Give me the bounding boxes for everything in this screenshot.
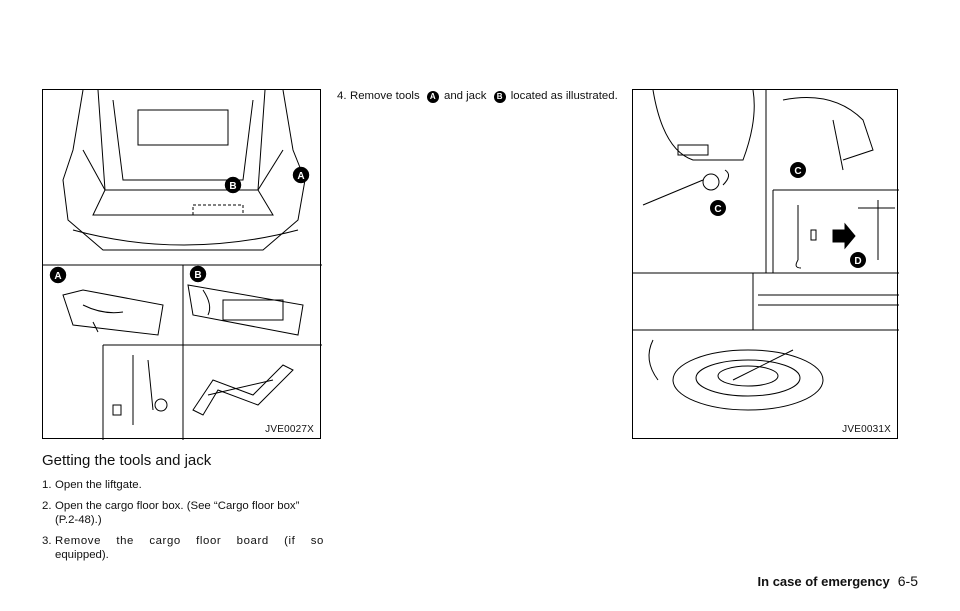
step-item: 4. Remove tools A and jack B located as … [337,89,619,104]
callout-label: A [54,271,61,282]
step-text: Remove the cargo floor board (if so equi… [55,534,324,563]
callout-c [710,200,726,216]
tools-removal-illustration: C C D [633,90,899,411]
callout-a [292,166,310,184]
footer-section-title: In case of emergency [757,574,890,589]
callout-d [850,252,866,268]
callout-label: A [297,171,304,182]
figure-tools-location: A B A B JVE0027X [42,89,322,440]
callout-label: B [194,270,201,281]
step-text: Remove tools A and jack B located as ill… [350,89,618,104]
figure-code: JVE0027X [265,424,314,435]
callout-a-badge: A [426,91,439,103]
callout-b-badge: B [493,91,506,103]
step-item: 3. Remove the cargo floor board (if so e… [42,534,324,563]
callout-label: D [854,256,861,267]
step-text-part: Remove tools [350,90,420,102]
step-item: 1. Open the liftgate. [42,478,324,493]
step-item: 2. Open the cargo floor box. (See “Cargo… [42,499,324,528]
figure-tools-removal: C C D JVE0031X [632,89,899,439]
callout-a [49,266,67,284]
step-number: 1. [42,479,52,491]
step-text: Open the cargo floor box. (See “Cargo fl… [55,499,300,527]
cargo-area-illustration: A B A B [43,90,322,440]
callout-label: C [794,166,801,177]
page-number: 6-5 [897,573,918,589]
step-text-part: located as illustrated. [510,90,618,102]
step-number: 4. [337,90,347,102]
callout-b [189,265,207,283]
figure-code: JVE0031X [842,424,891,435]
step-number: 3. [42,534,52,547]
step-number: 2. [42,499,52,512]
callout-label: B [229,181,236,192]
step-text: Open the liftgate. [55,479,142,491]
step-text-line: Remove the cargo floor board (if so [55,534,324,547]
callout-c [790,162,806,178]
step-text-line: equipped). [55,549,109,561]
step-text-part: and jack [443,90,487,102]
section-heading: Getting the tools and jack [42,452,212,469]
page-footer: In case of emergency 6-5 [758,573,918,589]
steps-list: 1. Open the liftgate. 2. Open the cargo … [42,478,324,569]
callout-label: C [714,204,721,215]
callout-b [224,176,242,194]
